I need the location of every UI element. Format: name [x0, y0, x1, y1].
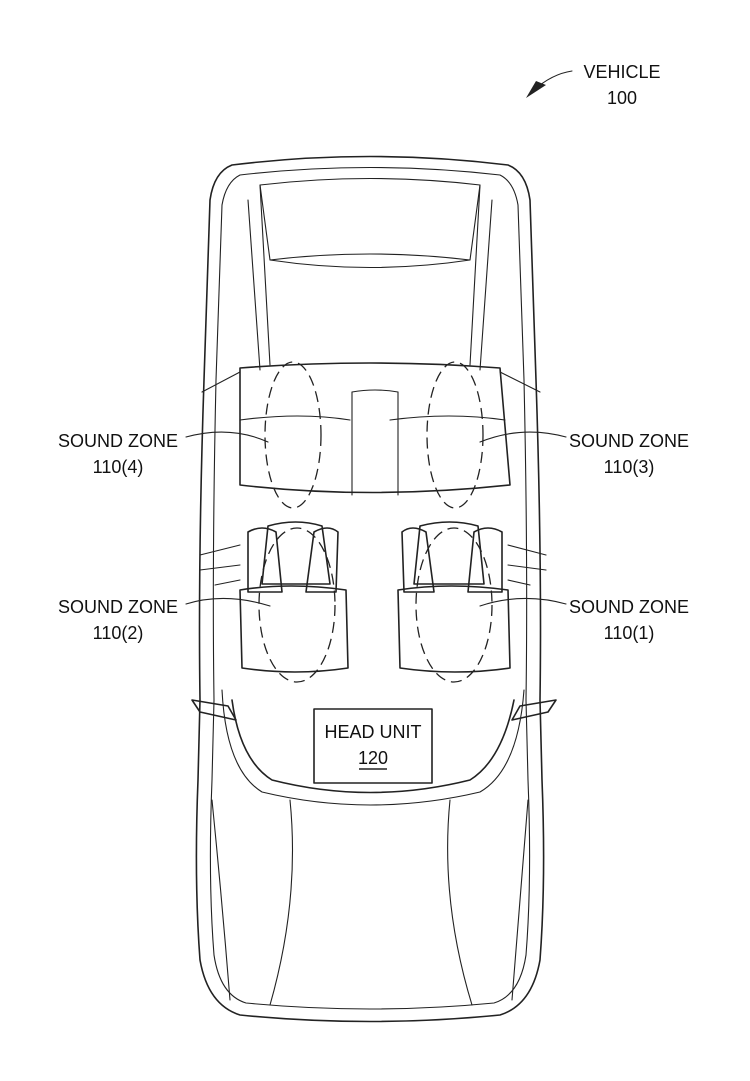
sound-zone-3-label: SOUND ZONE [569, 431, 689, 451]
car-body [191, 155, 557, 1023]
vehicle-ref: 100 [607, 88, 637, 108]
head-unit-box [313, 708, 433, 784]
head-unit: HEAD UNIT 120 [313, 708, 433, 784]
front-seat-left [199, 521, 349, 673]
dashboard [231, 699, 515, 794]
sound-zone-2-leader [185, 597, 271, 607]
car-inner-shell [209, 166, 531, 1010]
vehicle-arrow-head [526, 81, 546, 98]
sound-zone-4-label: SOUND ZONE [58, 431, 178, 451]
sound-zone-1-label: SOUND ZONE [569, 597, 689, 617]
sound-zone-3-callout: SOUND ZONE 110(3) [479, 431, 689, 477]
vehicle-callout: VEHICLE 100 [526, 62, 661, 108]
sound-zone-2-ref: 110(2) [93, 623, 144, 643]
vehicle-label: VEHICLE [583, 62, 660, 82]
sound-zone-2-callout: SOUND ZONE 110(2) [58, 597, 271, 643]
sound-zone-1-leader [479, 597, 567, 607]
sound-zone-3-ref: 110(3) [604, 457, 655, 477]
sound-zone-4-ref: 110(4) [93, 457, 144, 477]
roof-pillars [259, 184, 481, 366]
sound-zone-2-label: SOUND ZONE [58, 597, 178, 617]
mirror-right [511, 699, 557, 721]
sound-zone-4-callout: SOUND ZONE 110(4) [58, 431, 269, 477]
zone-ellipse-4 [264, 361, 322, 509]
rear-window [259, 177, 481, 261]
zone-ellipse-2 [258, 527, 336, 683]
sound-zone-ellipses [258, 361, 493, 683]
front-seat-right [397, 521, 547, 673]
head-unit-label: HEAD UNIT [324, 722, 421, 742]
sound-zone-1-ref: 110(1) [604, 623, 655, 643]
hood-lines [269, 799, 473, 1006]
rear-seat-bench [239, 362, 511, 494]
sound-zone-3-leader [479, 431, 567, 443]
car-outer-shell [195, 155, 545, 1023]
zone-ellipse-1 [415, 527, 493, 683]
sound-zone-1-callout: SOUND ZONE 110(1) [479, 597, 689, 643]
zone-ellipse-3 [426, 361, 484, 509]
sound-zone-4-leader [185, 431, 269, 443]
rear-seat-center [351, 391, 399, 496]
head-unit-ref: 120 [358, 748, 388, 768]
